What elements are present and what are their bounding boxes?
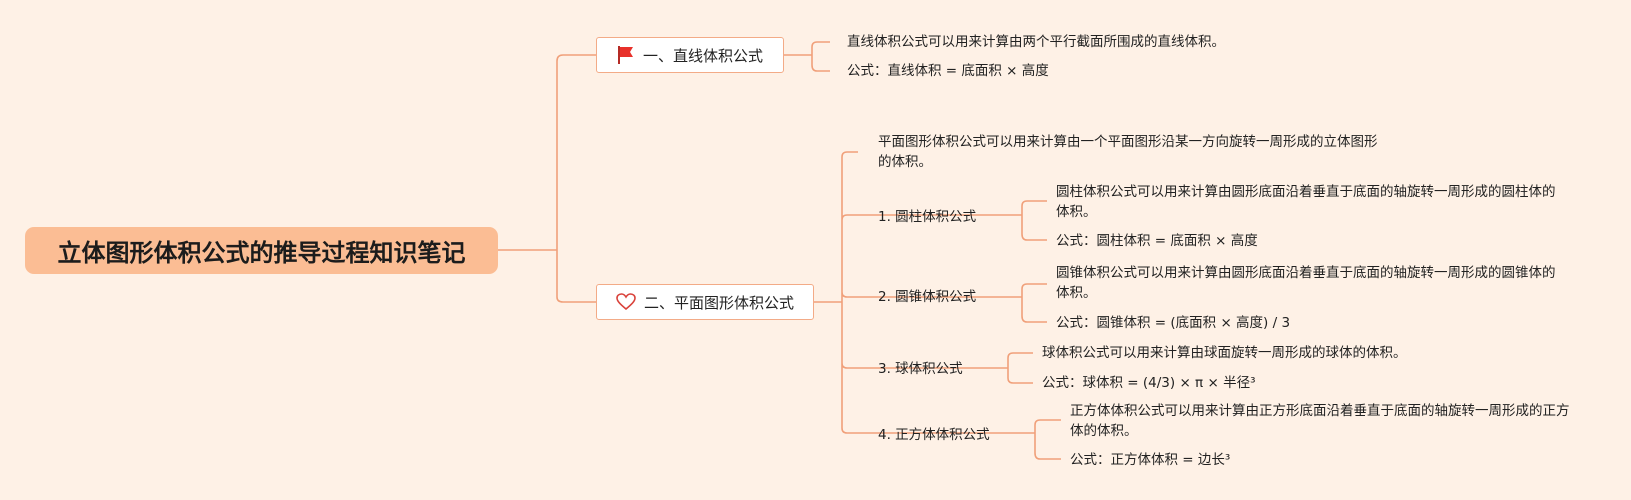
branch2-label: 二、平面图形体积公式: [643, 293, 794, 312]
branch1-formula: 公式：直线体积 = 底面积 × 高度: [847, 63, 1049, 79]
branch2-desc: 平面图形体积公式可以用来计算由一个平面图形沿某一方向旋转一周形成的立体图形的体积…: [878, 134, 1378, 170]
connector-branch1: [784, 41, 830, 72]
branch1-desc: 直线体积公式可以用来计算由两个平行截面所围成的直线体积。: [847, 34, 1225, 50]
flag-icon: [617, 45, 635, 65]
heart-icon: [616, 293, 636, 311]
connector-cube: [1034, 419, 1061, 460]
connector-root: [498, 54, 596, 303]
connector-sphere: [1007, 352, 1033, 384]
cube-formula: 公式：正方体体积 = 边长³: [1070, 452, 1231, 468]
cube-desc: 正方体体积公式可以用来计算由正方形底面沿着垂直于底面的轴旋转一周形成的正方体的体…: [1070, 403, 1570, 439]
item-cone[interactable]: 2. 圆锥体积公式: [878, 289, 977, 305]
connector-branch2: [814, 151, 858, 434]
item-cylinder[interactable]: 1. 圆柱体积公式: [878, 209, 977, 225]
cylinder-formula: 公式：圆柱体积 = 底面积 × 高度: [1056, 233, 1258, 249]
root-title: 立体图形体积公式的推导过程知识笔记: [57, 239, 466, 267]
sphere-formula: 公式：球体积 = (4/3) × π × 半径³: [1042, 375, 1256, 391]
connector-cylinder: [995, 200, 1047, 241]
branch1-label: 一、直线体积公式: [642, 46, 763, 65]
cone-desc: 圆锥体积公式可以用来计算由圆形底面沿着垂直于底面的轴旋转一周形成的圆锥体的体积。: [1056, 265, 1556, 301]
branch-linear-volume[interactable]: 一、直线体积公式: [596, 37, 784, 73]
branch-plane-figure-volume[interactable]: 二、平面图形体积公式: [596, 284, 814, 320]
cylinder-desc: 圆柱体积公式可以用来计算由圆形底面沿着垂直于底面的轴旋转一周形成的圆柱体的体积。: [1056, 184, 1556, 220]
cone-formula: 公式：圆锥体积 = (底面积 × 高度) / 3: [1056, 315, 1291, 331]
connector-cone: [995, 283, 1047, 323]
root-topic[interactable]: 立体图形体积公式的推导过程知识笔记: [25, 227, 498, 274]
item-cube[interactable]: 4. 正方体体积公式: [878, 427, 990, 443]
sphere-desc: 球体积公式可以用来计算由球面旋转一周形成的球体的体积。: [1042, 345, 1407, 361]
item-sphere[interactable]: 3. 球体积公式: [878, 361, 963, 377]
